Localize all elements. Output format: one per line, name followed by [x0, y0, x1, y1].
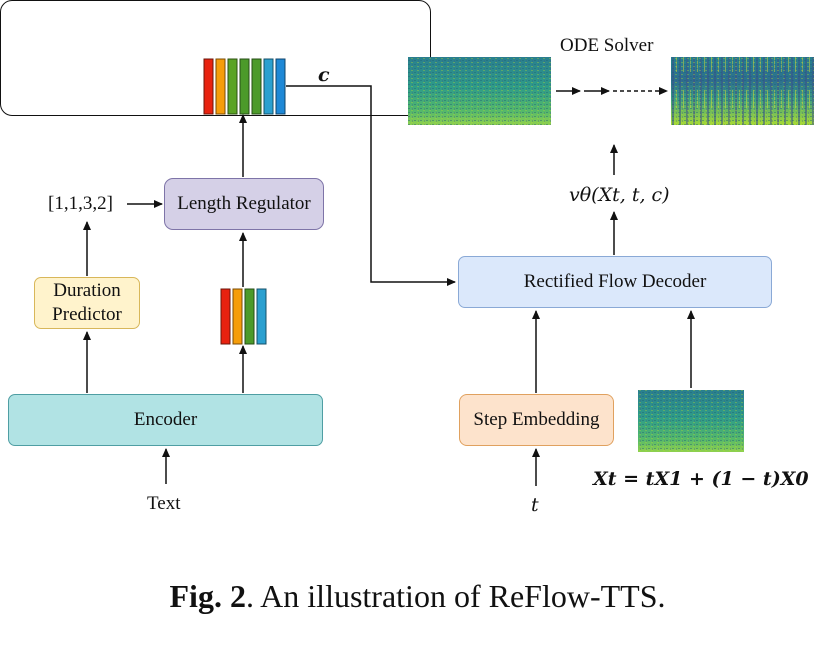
expanded-bar-7 — [275, 58, 286, 115]
decoder-label: Rectified Flow Decoder — [523, 271, 707, 293]
step-embedding-block: Step Embedding — [459, 394, 614, 446]
caption-text: . An illustration of ReFlow-TTS. — [245, 578, 666, 614]
hidden-token-bars — [220, 288, 267, 345]
duration-predictor-label: Duration Predictor — [52, 280, 122, 325]
encoder-block: Encoder — [8, 394, 323, 446]
velocity-label: vθ(Xt, t, c) — [569, 184, 670, 206]
arrow-c-to-decoder — [286, 85, 456, 286]
length-regulator-label: Length Regulator — [177, 193, 311, 215]
c-label: c — [318, 64, 330, 86]
expanded-bar-2 — [215, 58, 226, 115]
expanded-bar-5 — [251, 58, 262, 115]
encoder-label: Encoder — [133, 409, 198, 431]
ode-noise-spectrogram — [408, 57, 551, 125]
ode-solver-title: ODE Solver — [560, 35, 654, 56]
interpolation-formula: Xt = tX1 + (1 − t)X0 — [593, 468, 809, 490]
hidden-bar-2 — [232, 288, 243, 345]
hidden-bar-1 — [220, 288, 231, 345]
xt-spectrogram — [638, 390, 744, 452]
figure-caption: Fig. 2. An illustration of ReFlow-TTS. — [0, 578, 835, 615]
expanded-token-bars — [203, 58, 286, 115]
expanded-bar-3 — [227, 58, 238, 115]
length-regulator-block: Length Regulator — [164, 178, 324, 230]
expanded-bar-6 — [263, 58, 274, 115]
text-input-label: Text — [147, 493, 181, 514]
step-embedding-label: Step Embedding — [473, 409, 600, 431]
hidden-bar-3 — [244, 288, 255, 345]
figure-number: Fig. 2 — [169, 578, 246, 614]
hidden-bar-4 — [256, 288, 267, 345]
expanded-bar-4 — [239, 58, 250, 115]
t-label: t — [531, 494, 539, 516]
ode-output-spectrogram — [671, 57, 814, 125]
duration-values: [1,1,3,2] — [48, 193, 113, 214]
duration-predictor-block: Duration Predictor — [34, 277, 140, 329]
rectified-flow-decoder-block: Rectified Flow Decoder — [458, 256, 772, 308]
expanded-bar-1 — [203, 58, 214, 115]
